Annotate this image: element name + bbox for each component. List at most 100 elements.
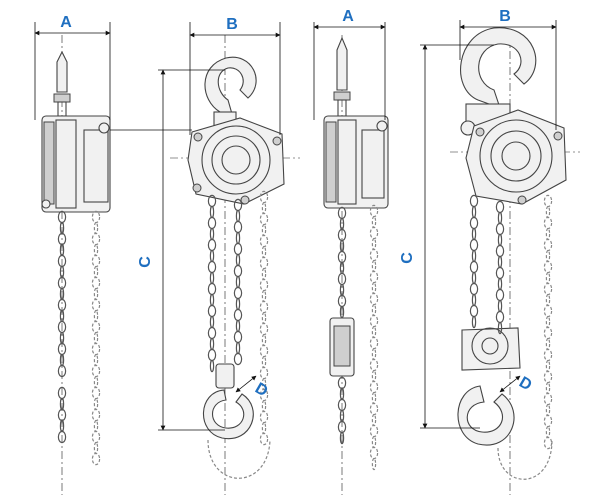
- chain-link: [93, 375, 99, 389]
- chain-link: [371, 391, 377, 405]
- chain-link: [545, 271, 551, 285]
- chain-link: [371, 215, 377, 229]
- chain-link: [471, 271, 477, 285]
- chain-link: [545, 293, 551, 307]
- chain-link: [207, 348, 217, 362]
- chain-link: [57, 430, 67, 444]
- chain-link: [91, 210, 101, 224]
- chain-link: [339, 305, 345, 319]
- chain-link: [207, 282, 217, 296]
- chain-link: [543, 326, 553, 340]
- dimension-label-b-right: B: [499, 8, 511, 25]
- chain-link: [339, 431, 345, 445]
- chain-link: [233, 220, 243, 234]
- chain-link: [497, 255, 503, 269]
- chain-link: [469, 216, 479, 230]
- chain-link: [369, 402, 379, 416]
- chain-link: [207, 216, 217, 230]
- chain-link: [545, 381, 551, 395]
- chain-link: [371, 347, 377, 361]
- chain-link: [543, 260, 553, 274]
- chain-link: [471, 293, 477, 307]
- chain-link: [261, 355, 267, 369]
- chain-link: [543, 436, 553, 450]
- chain-link: [57, 364, 67, 378]
- chain-link: [469, 282, 479, 296]
- chain-link: [259, 278, 269, 292]
- chain-link: [209, 227, 215, 241]
- dimension-lines: [34, 20, 557, 431]
- chain-link: [93, 331, 99, 345]
- chain-link: [495, 288, 505, 302]
- chain-link: [543, 370, 553, 384]
- chain-link: [543, 414, 553, 428]
- chain-link: [371, 457, 377, 471]
- chain-link: [497, 211, 503, 225]
- chain-link: [471, 227, 477, 241]
- chain-link: [91, 364, 101, 378]
- hoist-4-front-view: [450, 27, 580, 495]
- chain-link: [235, 253, 241, 267]
- chain-link: [91, 276, 101, 290]
- chain-link: [233, 308, 243, 322]
- chain-link: [235, 341, 241, 355]
- chain-link: [259, 234, 269, 248]
- chain-link: [371, 413, 377, 427]
- chain-link: [235, 231, 241, 245]
- chain-link: [93, 309, 99, 323]
- chain-link: [91, 386, 101, 400]
- chain-link: [369, 336, 379, 350]
- chain-link: [471, 315, 477, 329]
- chain-link: [495, 222, 505, 236]
- chain-link: [495, 200, 505, 214]
- chain-link: [91, 320, 101, 334]
- chain-link: [93, 265, 99, 279]
- chain-link: [207, 238, 217, 252]
- dimension-label-c-left: C: [137, 256, 154, 268]
- chain-link: [91, 254, 101, 268]
- chain-link: [369, 270, 379, 284]
- chain-link: [545, 337, 551, 351]
- chain-link: [91, 452, 101, 466]
- chain-link: [259, 432, 269, 446]
- chain-link: [233, 242, 243, 256]
- chain-link: [259, 300, 269, 314]
- chain-link: [235, 319, 241, 333]
- chain-link: [235, 275, 241, 289]
- chain-link: [471, 249, 477, 263]
- chain-link: [497, 299, 503, 313]
- dimension-labels: A B C D A B C D: [60, 8, 534, 400]
- chain-link: [259, 256, 269, 270]
- chain-link: [261, 333, 267, 347]
- chain-link: [469, 260, 479, 274]
- chain-link: [545, 205, 551, 219]
- chain-link: [93, 243, 99, 257]
- chain-link: [369, 248, 379, 262]
- chain-link: [93, 419, 99, 433]
- chain-link: [93, 353, 99, 367]
- chain-link: [545, 227, 551, 241]
- chain-link: [259, 410, 269, 424]
- chain-link: [209, 315, 215, 329]
- chain-link: [495, 310, 505, 324]
- chain-link: [369, 446, 379, 460]
- chain-link: [543, 348, 553, 362]
- chain-link: [471, 205, 477, 219]
- chain-link: [207, 260, 217, 274]
- chain-link: [543, 238, 553, 252]
- chain-link: [209, 249, 215, 263]
- chain-link: [369, 314, 379, 328]
- chain-link: [259, 344, 269, 358]
- chain-link: [209, 205, 215, 219]
- chain-link: [371, 435, 377, 449]
- chain-link: [235, 209, 241, 223]
- chain-link: [209, 359, 215, 373]
- chain-link: [209, 293, 215, 307]
- chain-link: [371, 237, 377, 251]
- chain-link: [233, 264, 243, 278]
- chain-link: [233, 330, 243, 344]
- chain-link: [93, 221, 99, 235]
- chain-link: [545, 403, 551, 417]
